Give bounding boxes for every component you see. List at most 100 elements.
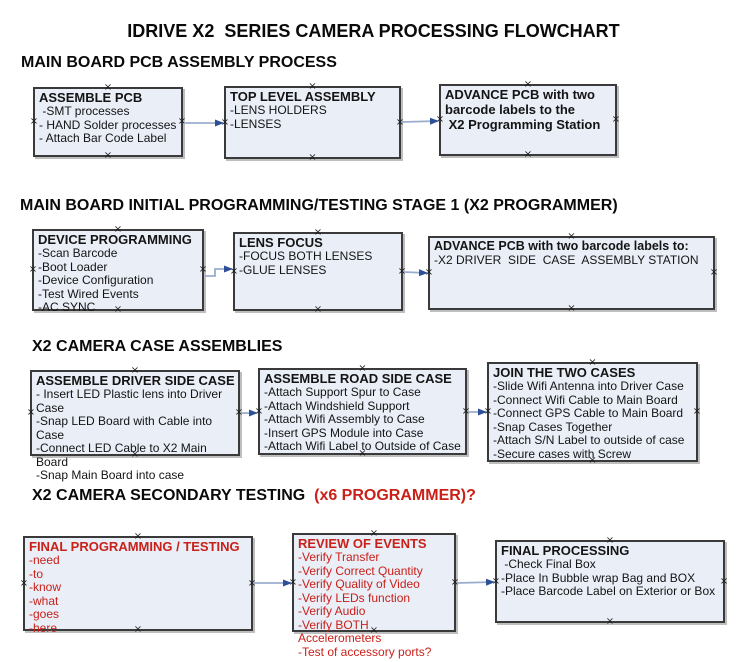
box-item: -SMT processes xyxy=(39,104,130,118)
box-item: - Insert LED Plastic lens into Driver Ca… xyxy=(36,387,226,415)
connector-handle-icon: × xyxy=(29,116,39,127)
page-title: IDRIVE X2 SERIES CAMERA PROCESSING FLOWC… xyxy=(127,21,620,41)
box-item: -goes xyxy=(29,607,60,621)
flow-box-final-programming-testing: FINAL PROGRAMMING / TESTING -need -to -k… xyxy=(20,532,257,635)
box-item: -FOCUS BOTH LENSES xyxy=(239,249,373,263)
box-item: -Snap Cases Together xyxy=(493,419,613,434)
connector-handle-icon: × xyxy=(288,576,298,588)
box-item: -Place Barcode Label on Exterior or Box xyxy=(501,584,716,598)
connector-handle-icon: × xyxy=(177,116,187,127)
box-item: -Attach Wifi Label to Outside of Case xyxy=(264,439,461,453)
connector-handle-icon: × xyxy=(719,575,729,587)
connector-handle-icon: × xyxy=(435,114,445,125)
box-item: -Verify Correct Quantity xyxy=(298,563,423,578)
box-item: -Verify Transfer xyxy=(298,550,380,564)
connector-handle-icon: × xyxy=(397,265,407,277)
box-title: ASSEMBLE DRIVER SIDE CASE xyxy=(36,373,235,388)
box-item: -Attach Windshield Support xyxy=(264,398,410,413)
box-item: -LENS HOLDERS xyxy=(230,103,327,117)
box-title: ADVANCE PCB with two barcode labels to: xyxy=(434,239,689,253)
flow-box-lens-focus: LENS FOCUS -FOCUS BOTH LENSES -GLUE LENS… xyxy=(229,228,407,315)
connector-handle-icon: × xyxy=(313,304,323,315)
box-item: -AC SYNC xyxy=(38,300,96,314)
box-title: FINAL PROGRAMMING / TESTING xyxy=(29,539,240,554)
box-item: -Boot Loader xyxy=(38,259,108,274)
connector-handle-icon: × xyxy=(103,150,113,161)
box-item: -Verify Quality of Video xyxy=(298,577,420,591)
box-item: -Snap Main Board into case xyxy=(36,468,185,482)
flow-box-top-level-assembly: TOP LEVEL ASSEMBLY -LENS HOLDERS -LENSES… xyxy=(220,82,405,163)
box-item: -Test Wired Events xyxy=(38,286,139,301)
connector-handle-icon: × xyxy=(220,116,230,128)
box-item: -to xyxy=(29,566,44,581)
connector-handle-icon: × xyxy=(483,406,493,417)
connector-handle-icon: × xyxy=(247,577,257,589)
connector-handle-icon: × xyxy=(28,264,38,275)
box-item: -Attach Support Spur to Case xyxy=(264,385,421,399)
box-item: -Verify LEDs function xyxy=(298,590,411,605)
arrow-toplevel-to-advance1 xyxy=(401,117,439,125)
box-item: -LENSES xyxy=(230,116,282,131)
box-title: ASSEMBLE PCB xyxy=(39,90,143,105)
box-item: -Secure cases with Screw xyxy=(493,446,632,461)
box-item: -Connect LED Cable to X2 Main Board xyxy=(36,441,211,469)
flow-box-device-programming: DEVICE PROGRAMMING -Scan Barcode -Boot L… xyxy=(28,225,208,315)
box-title: JOIN THE TWO CASES xyxy=(493,365,636,380)
box-item: - Attach Bar Code Label xyxy=(39,131,167,145)
connector-handle-icon: × xyxy=(611,114,621,125)
box-title: DEVICE PROGRAMMING xyxy=(38,232,192,247)
section-heading-case-assemblies: X2 CAMERA CASE ASSEMBLIES xyxy=(32,338,283,355)
arrow-lensfocus-to-advance2 xyxy=(403,269,428,277)
connector-handle-icon: × xyxy=(709,267,719,278)
flow-box-assemble-pcb: ASSEMBLE PCB -SMT processes - HAND Solde… xyxy=(29,83,187,161)
section-heading-secondary-testing: X2 CAMERA SECONDARY TESTING (x6 PROGRAMM… xyxy=(32,487,476,505)
connector-handle-icon: × xyxy=(26,407,36,418)
box-item: -Insert GPS Module into Case xyxy=(264,425,424,440)
box-title: ADVANCE PCB with two barcode labels to t… xyxy=(445,87,601,132)
box-item: -Slide Wifi Antenna into Driver Case xyxy=(493,379,684,393)
connector-handle-icon: × xyxy=(450,576,460,588)
connector-handle-icon: × xyxy=(234,407,244,418)
flow-box-assemble-driver-side-case: ASSEMBLE DRIVER SIDE CASE - Insert LED P… xyxy=(26,366,244,482)
box-item: -here xyxy=(29,620,58,635)
box-item: -X2 DRIVER SIDE CASE ASSEMBLY STATION xyxy=(434,253,699,267)
box-item: -Check Final Box xyxy=(501,557,596,571)
arrow-device-to-lensfocus xyxy=(205,265,233,277)
flow-box-review-of-events: REVIEW OF EVENTS -Verify Transfer -Verif… xyxy=(288,529,460,659)
flow-box-advance-pcb-driver-station: ADVANCE PCB with two barcode labels to: … xyxy=(424,232,719,314)
box-item: -Scan Barcode xyxy=(38,246,118,260)
box-item: -Verify Audio xyxy=(298,604,366,618)
connector-handle-icon: × xyxy=(523,149,533,160)
box-item: -Attach Wifi Assembly to Case xyxy=(264,412,425,426)
box-item: -Test of accessory ports? xyxy=(298,644,432,659)
connector-handle-icon: × xyxy=(395,116,405,128)
connector-handle-icon: × xyxy=(254,405,264,417)
connector-handle-icon: × xyxy=(567,303,576,314)
connector-handle-icon: × xyxy=(424,267,434,278)
box-item: -what xyxy=(29,593,59,608)
section-heading-initial-programming: MAIN BOARD INITIAL PROGRAMMING/TESTING S… xyxy=(20,197,618,214)
box-item: -Attach S/N Label to outside of case xyxy=(493,433,685,447)
box-item: -Connect Wifi Cable to Main Board xyxy=(493,392,678,407)
box-title: REVIEW OF EVENTS xyxy=(298,536,427,551)
box-item: -Verify BOTH Accelerometers xyxy=(298,617,382,645)
heading-black-text: X2 CAMERA SECONDARY TESTING xyxy=(32,487,315,504)
flow-box-advance-pcb-programming-station: ADVANCE PCB with two barcode labels to t… xyxy=(435,80,621,160)
connector-handle-icon: × xyxy=(605,616,615,627)
box-item: -Snap LED Board with Cable into Case xyxy=(36,414,216,442)
box-item: -GLUE LENSES xyxy=(239,262,327,277)
connector-handle-icon: × xyxy=(491,575,501,587)
arrow-review-to-finalproc xyxy=(456,578,495,586)
box-item: -Connect GPS Cable to Main Board xyxy=(493,406,684,420)
section-heading-pcb-assembly: MAIN BOARD PCB ASSEMBLY PROCESS xyxy=(21,54,337,71)
flow-box-assemble-road-side-case: ASSEMBLE ROAD SIDE CASE -Attach Support … xyxy=(254,364,470,459)
connector-handle-icon: × xyxy=(198,264,208,275)
box-item: - HAND Solder processes xyxy=(39,117,177,132)
flow-box-final-processing: FINAL PROCESSING -Check Final Box -Place… xyxy=(491,536,729,627)
heading-red-text: (x6 PROGRAMMER)? xyxy=(314,487,476,504)
connector-handle-icon: × xyxy=(229,265,239,277)
box-item: -need xyxy=(29,553,60,567)
box-item: -Place In Bubble wrap Bag and BOX xyxy=(501,570,696,585)
box-title: ASSEMBLE ROAD SIDE CASE xyxy=(264,371,452,386)
